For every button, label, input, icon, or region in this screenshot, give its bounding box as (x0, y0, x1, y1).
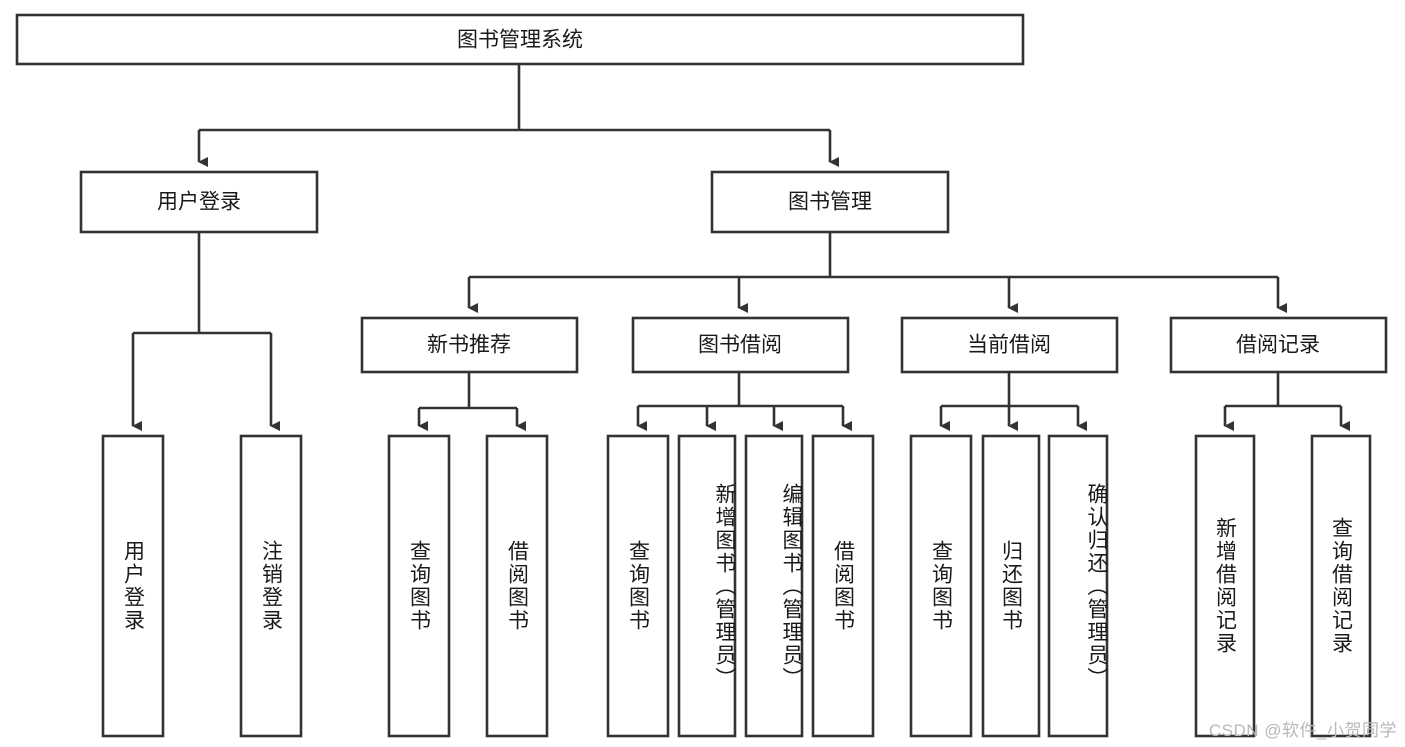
node-book-borrow[interactable]: 图书借阅 (631, 316, 850, 374)
connector-borrowrecord-to-leaves (1223, 372, 1350, 431)
node-user-login[interactable]: 用户登录 (79, 170, 319, 234)
node-root-label: 图书管理系统 (457, 29, 583, 52)
leaf-box-newbook-1[interactable] (485, 434, 549, 738)
leaf-box-currentborrow-1[interactable] (981, 434, 1041, 738)
node-root[interactable]: 图书管理系统 (15, 13, 1025, 66)
node-book-borrow-label: 图书借阅 (698, 334, 782, 357)
leaf-box-user-login-1[interactable] (239, 434, 303, 738)
leaf-box-bookborrow-2[interactable] (744, 434, 804, 738)
connector-root-to-level2 (197, 64, 839, 167)
node-new-book-recommend-label: 新书推荐 (427, 334, 511, 357)
leaf-box-bookborrow-1[interactable] (677, 434, 737, 738)
leaf-box-bookborrow-0[interactable] (606, 434, 670, 738)
leaf-box-currentborrow-0[interactable] (909, 434, 973, 738)
leaf-box-user-login-0[interactable] (101, 434, 165, 738)
connector-currentborrow-to-leaves (939, 372, 1087, 431)
node-user-login-label: 用户登录 (157, 191, 241, 214)
leaf-box-borrowrecord-0[interactable] (1194, 434, 1256, 738)
leaf-box-borrowrecord-1[interactable] (1310, 434, 1372, 738)
node-book-management-label: 图书管理 (788, 191, 872, 214)
csdn-watermark: CSDN @软件_小贺同学 (1208, 721, 1397, 740)
leaf-box-newbook-0[interactable] (387, 434, 451, 738)
node-current-borrow-label: 当前借阅 (967, 334, 1051, 357)
node-book-management[interactable]: 图书管理 (710, 170, 950, 234)
node-new-book-recommend[interactable]: 新书推荐 (360, 316, 579, 374)
leaf-box-bookborrow-3[interactable] (811, 434, 875, 738)
connector-userlogin-to-leaves (131, 232, 280, 431)
connector-bookborrow-to-leaves (636, 372, 852, 431)
leaf-box-currentborrow-2[interactable] (1047, 434, 1109, 738)
connector-newbook-to-leaves (417, 372, 526, 431)
node-current-borrow[interactable]: 当前借阅 (900, 316, 1119, 374)
connector-bookmgmt-to-level3 (467, 232, 1287, 313)
node-borrow-record[interactable]: 借阅记录 (1169, 316, 1388, 374)
node-borrow-record-label: 借阅记录 (1236, 334, 1320, 357)
